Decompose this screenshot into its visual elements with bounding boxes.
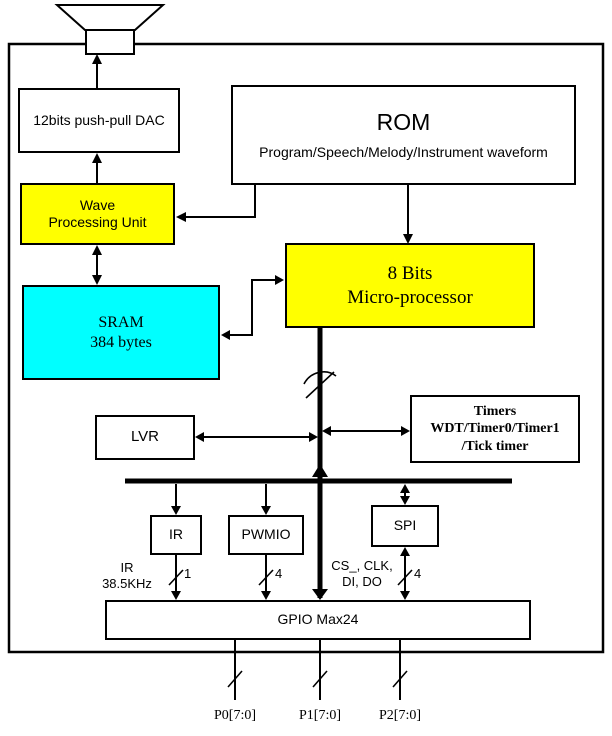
spi-block: SPI [371,505,439,547]
ir-bus-width-label: 1 [184,566,192,581]
microprocessor-block: 8 Bits Micro-processor [285,243,535,328]
timers-label-line3: /Tick timer [461,438,529,454]
sram-label-line1: SRAM [98,313,144,331]
sram-block: SRAM 384 bytes [22,285,220,380]
pwmio-block: PWMIO [228,515,304,555]
rom-subtitle: Program/Speech/Melody/Instrument wavefor… [259,144,548,161]
dac-label: 12bits push-pull DAC [33,111,165,128]
wpu-label-line2: Processing Unit [48,214,147,230]
mcu-label-line2: Micro-processor [347,286,473,308]
ir-block: IR [150,515,202,555]
chip-border [7,42,605,654]
sram-label-line2: 384 bytes [90,333,152,351]
ir-signal-label: IR 38.5KHz [88,560,166,591]
bus-width-marks [168,371,413,688]
gpio-block: GPIO Max24 [105,600,531,640]
lvr-label: LVR [130,428,160,446]
ir-signal-line1: IR [120,560,134,575]
pwmio-bus-width-label: 4 [275,566,283,581]
port2-label: P2[7:0] [379,708,421,723]
gpio-label: GPIO Max24 [277,611,359,628]
timers-label-line2: WDT/Timer0/Timer1 [430,421,560,437]
wave-processing-unit-block: Wave Processing Unit [20,183,175,245]
port1-label: P1[7:0] [299,708,341,723]
bus-arrowheads [312,464,328,600]
speaker-icon [54,4,166,55]
spi-signals-line1: CS_, CLK, [331,558,393,573]
lvr-block: LVR [95,415,195,460]
wpu-label-line1: Wave [79,196,116,213]
ir-label: IR [169,526,183,543]
spi-label: SPI [393,517,417,534]
pwmio-label: PWMIO [241,526,291,543]
dac-block: 12bits push-pull DAC [18,88,180,153]
spi-signals-label: CS_, CLK, DI, DO [325,558,399,589]
mcu-label-line1: 8 Bits [387,262,433,284]
rom-block: ROM Program/Speech/Melody/Instrument wav… [231,85,576,185]
system-bus [125,328,512,598]
timers-block: Timers WDT/Timer0/Timer1 /Tick timer [410,395,580,463]
spi-signals-line2: DI, DO [342,573,382,589]
connector-lines [92,54,413,700]
port0-label: P0[7:0] [214,708,256,723]
spi-bus-width-label: 4 [414,566,422,581]
rom-title: ROM [376,109,431,136]
timers-label-line1: Timers [473,403,517,419]
ir-signal-line2: 38.5KHz [102,575,152,591]
